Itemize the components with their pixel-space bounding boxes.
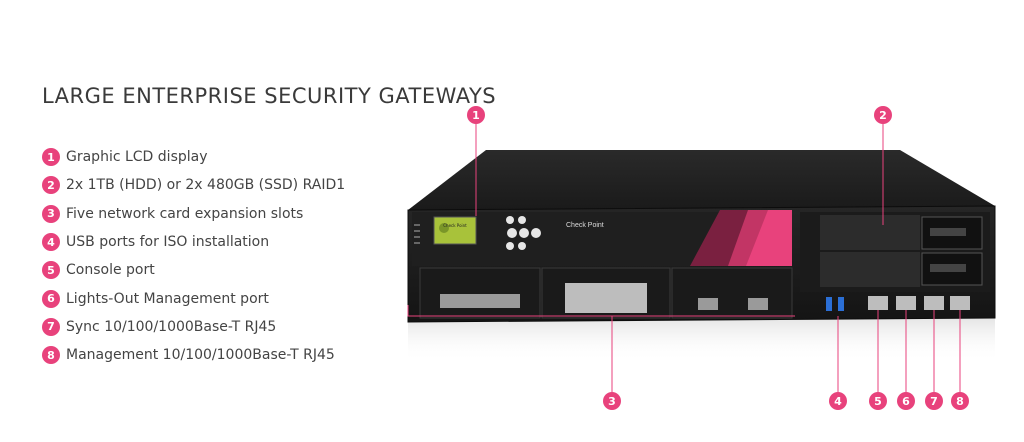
feature-label: USB ports for ISO installation [66, 234, 270, 251]
number-badge: 3 [42, 204, 60, 223]
callout-2: 2 [874, 106, 892, 124]
feature-item: 1 Graphic LCD display [42, 143, 345, 171]
number-badge: 2 [42, 176, 60, 195]
feature-item: 6 Lights-Out Management port [42, 284, 345, 312]
feature-label: Graphic LCD display [66, 149, 208, 166]
feature-list: 1 Graphic LCD display 2 2x 1TB (HDD) or … [42, 143, 345, 369]
number-badge: 4 [42, 233, 60, 252]
feature-item: 2 2x 1TB (HDD) or 2x 480GB (SSD) RAID1 [42, 171, 345, 199]
feature-label: Console port [66, 262, 155, 279]
page-title: LARGE ENTERPRISE SECURITY GATEWAYS [42, 84, 497, 109]
feature-item: 5 Console port [42, 256, 345, 284]
feature-item: 3 Five network card expansion slots [42, 200, 345, 228]
lcd-logo-icon [439, 223, 449, 233]
callout-3: 3 [603, 392, 621, 410]
floor-reflection [408, 318, 995, 362]
callout-4: 4 [829, 392, 847, 410]
brand-stripes [690, 210, 792, 266]
callout-lines [407, 124, 961, 392]
callout-5: 5 [869, 392, 887, 410]
callout-7: 7 [925, 392, 943, 410]
callout-6: 6 [897, 392, 915, 410]
feature-label: 2x 1TB (HDD) or 2x 480GB (SSD) RAID1 [66, 177, 346, 194]
drive-bays [800, 212, 990, 292]
feature-label: Lights-Out Management port [66, 290, 269, 307]
feature-item: 7 Sync 10/100/1000Base-T RJ45 [42, 313, 345, 341]
feature-label: Five network card expansion slots [66, 205, 304, 222]
feature-item: 8 Management 10/100/1000Base-T RJ45 [42, 341, 345, 369]
number-badge: 1 [42, 148, 60, 167]
feature-item: 4 USB ports for ISO installation [42, 228, 345, 256]
callout-1: 1 [467, 106, 485, 124]
chassis-top [408, 150, 995, 210]
lcd-keypad [506, 216, 541, 250]
expansion-slots [419, 267, 793, 319]
number-badge: 5 [42, 261, 60, 280]
lcd-text: Check Point [443, 223, 467, 228]
number-badge: 8 [42, 346, 60, 365]
feature-label: Management 10/100/1000Base-T RJ45 [66, 347, 335, 364]
feature-label: Sync 10/100/1000Base-T RJ45 [66, 318, 277, 335]
callout-8: 8 [951, 392, 969, 410]
io-ports [826, 296, 970, 311]
number-badge: 6 [42, 289, 60, 308]
brand-logo-text: Check Point [566, 222, 604, 229]
number-badge: 7 [42, 317, 60, 336]
